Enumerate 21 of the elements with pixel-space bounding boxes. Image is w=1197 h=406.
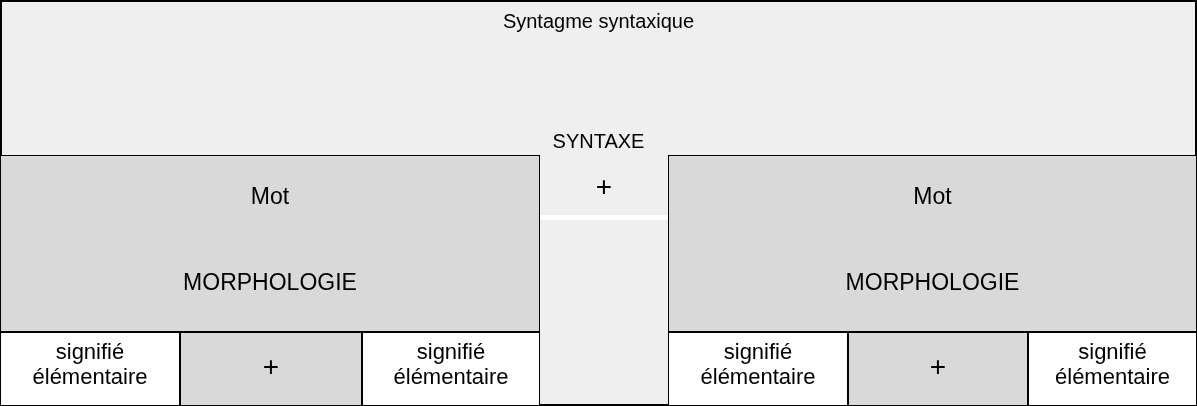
panel-subtitle: MORPHOLOGIE bbox=[182, 269, 358, 296]
panel-title: Mot bbox=[912, 183, 953, 210]
plus-sign: + bbox=[261, 351, 281, 384]
table-cell bbox=[362, 332, 540, 406]
plus-cell bbox=[848, 332, 1028, 406]
cell-text: signifié élémentaire bbox=[31, 339, 149, 390]
cell-text: signifié élémentaire bbox=[392, 339, 510, 390]
word-panel bbox=[668, 155, 1197, 332]
word-panel bbox=[0, 155, 540, 332]
cell-text: signifié élémentaire bbox=[1054, 339, 1171, 390]
table-cell bbox=[668, 332, 848, 406]
plus-sign: + bbox=[928, 351, 948, 384]
plus-cell bbox=[180, 332, 362, 406]
panel-subtitle: MORPHOLOGIE bbox=[844, 269, 1021, 296]
panel-title: Mot bbox=[249, 183, 291, 210]
cell-text: signifié élémentaire bbox=[699, 339, 817, 390]
panel-title: Syntagme syntaxique bbox=[501, 10, 696, 33]
plus-sign: + bbox=[594, 171, 614, 204]
table-cell bbox=[0, 332, 180, 406]
panel-subtitle: SYNTAXE bbox=[551, 130, 646, 153]
table-cell bbox=[1028, 332, 1197, 406]
